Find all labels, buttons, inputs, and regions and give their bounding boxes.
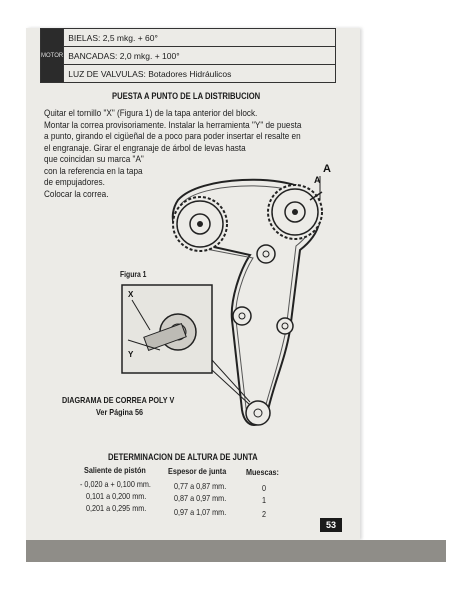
spec-label: BIELAS	[68, 32, 99, 43]
mark-x-label: X	[128, 290, 134, 299]
spec-row: MOTOR BIELAS: 2,5 mkg. + 60°	[39, 28, 336, 83]
table-cell: 0,101 a 0,200 mm.	[86, 491, 147, 501]
column-header: Muescas:	[246, 467, 279, 477]
crankshaft-pulley	[245, 400, 271, 426]
instruction-line: Quitar el tornillo "X" (Figura 1) de la …	[44, 108, 258, 119]
figure-1-label: Figura 1	[120, 270, 147, 279]
instruction-line: el engranaje. Girar el engranaje de árbo…	[44, 142, 246, 154]
side-label: MOTOR	[39, 28, 65, 83]
instruction-line: Colocar la correa.	[44, 188, 109, 200]
idler-pulley	[256, 244, 276, 264]
mark-y-label: Y	[128, 350, 134, 359]
manual-page	[26, 28, 360, 540]
tensioner-pulley	[232, 306, 252, 326]
spec-value: 2,5 mkg. + 60°	[102, 32, 158, 43]
page-number: 53	[320, 518, 342, 532]
table-cell: 1	[262, 495, 267, 505]
spec-value: 2,0 mkg. + 100°	[119, 50, 180, 61]
crank-gear-left	[172, 196, 228, 252]
table-cell: - 0,020 a + 0,100 mm.	[80, 479, 151, 489]
spec-row: LUZ DE VALVULAS: Botadores Hidráulicos	[41, 64, 336, 83]
spec-label: BANCADAS	[68, 50, 115, 61]
figure-1-detail: X Y	[121, 284, 213, 374]
water-pump-pulley	[276, 317, 294, 335]
poly-v-diagram-subtitle: Ver Página 56	[96, 407, 144, 417]
instruction-line: que coincidan su marca "A"	[44, 154, 144, 165]
instruction-line: a punto, girando el cigüeñal de a poco p…	[44, 131, 301, 142]
camshaft-gear-right	[267, 184, 323, 240]
table-cell: 0,97 a 1,07 mm.	[174, 507, 227, 517]
instruction-line: de empujadores.	[44, 177, 105, 188]
table-cell: 0,201 a 0,295 mm.	[86, 503, 147, 513]
section-title-distribution: PUESTA A PUNTO DE LA DISTRIBUCION	[112, 91, 261, 101]
torque-spec-table: MOTOR BIELAS: 2,5 mkg. + 60° BANCADAS: 2…	[39, 28, 336, 83]
mark-a2-label: A	[314, 175, 321, 185]
table-cell: 0	[262, 483, 267, 493]
instruction-line: Montar la correa provisoriamente. Instal…	[44, 119, 302, 131]
page-shadow	[26, 540, 446, 562]
spec-value: Botadores Hidráulicos	[148, 68, 232, 79]
distribution-instructions: Quitar el tornillo "X" (Figura 1) de la …	[44, 108, 301, 200]
column-header: Espesor de junta	[168, 466, 227, 476]
instruction-line: con la referencia en la tapa	[44, 165, 143, 177]
table-cell: 0,77 a 0,87 mm.	[174, 481, 227, 491]
poly-v-diagram-title: DIAGRAMA DE CORREA POLY V	[62, 395, 175, 405]
table-cell: 2	[262, 509, 267, 519]
section-title-gasket: DETERMINACION DE ALTURA DE JUNTA	[108, 452, 258, 462]
mark-a-label: A	[323, 163, 331, 175]
column-header: Saliente de pistón	[84, 465, 146, 475]
spec-label: LUZ DE VALVULAS	[68, 68, 144, 79]
table-cell: 0,87 a 0,97 mm.	[174, 493, 227, 503]
